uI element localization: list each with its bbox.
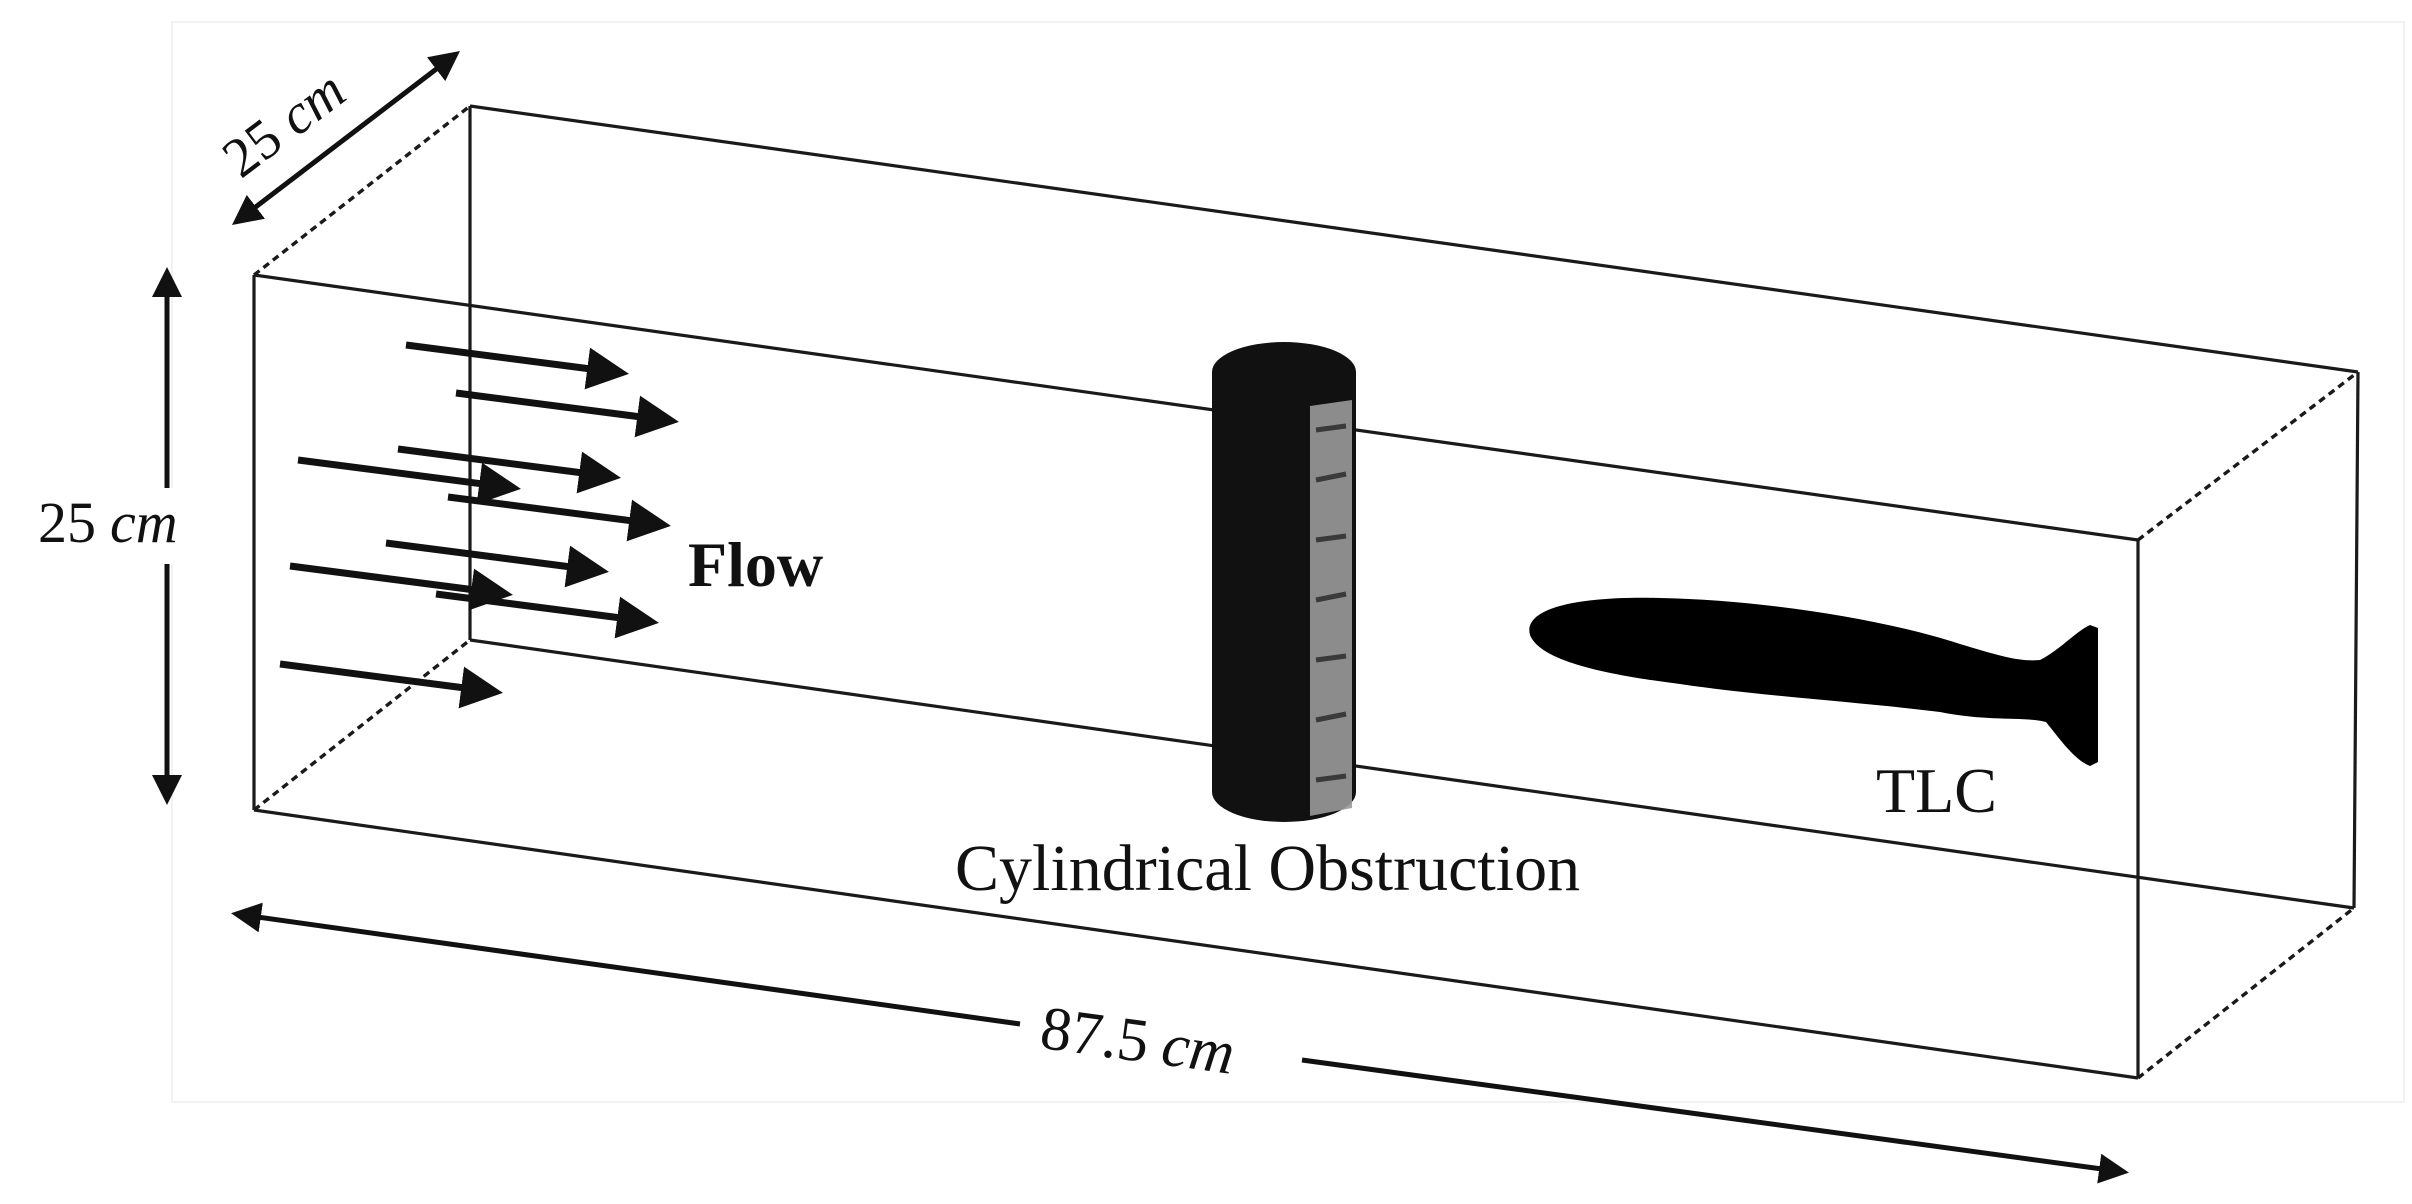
svg-text:25cm: 25cm (211, 59, 356, 190)
box-edge-back-right (2352, 371, 2360, 909)
height-value: 25 (38, 490, 96, 555)
box-edge-back-top (469, 104, 2359, 374)
box-edge-depth-bottom-right (2136, 906, 2356, 1080)
obstruction-label: Cylindrical Obstruction (955, 832, 1580, 905)
cylinder-highlight (1310, 400, 1352, 816)
box-edge-depth-top-right (2136, 370, 2360, 542)
box-edge-front-top (253, 273, 2139, 542)
length-unit: cm (1158, 1011, 1239, 1088)
depth-value: 25 (211, 107, 293, 190)
depth-dimension-arrow (232, 50, 460, 226)
length-dimension-label: 87.5cm (1036, 994, 1238, 1088)
box-edge-back-bottom (469, 638, 2355, 910)
flow-arrows (279, 341, 679, 709)
flume-box (252, 104, 2360, 1080)
flow-arrow (455, 389, 679, 438)
length-value: 87.5 (1036, 994, 1153, 1076)
cylinder-top (1212, 342, 1356, 402)
fish-label: TLC (1876, 755, 1997, 826)
flow-arrow (447, 493, 671, 542)
svg-text:87.5cm: 87.5cm (1036, 994, 1238, 1088)
flow-arrow (279, 660, 503, 709)
box-edge-front-bottom (253, 808, 2139, 1080)
flow-arrow (297, 456, 521, 505)
cylindrical-obstruction (1212, 342, 1356, 822)
flow-arrow (405, 341, 629, 390)
length-dimension-arrow-left (231, 902, 1021, 1027)
length-dimension-arrow-right (1301, 1057, 2129, 1184)
tlc-fish (1529, 597, 2098, 766)
cylinder-texture (1315, 423, 1347, 783)
flow-arrow (289, 562, 513, 611)
flow-arrow (397, 445, 621, 494)
flow-arrow (435, 590, 659, 639)
depth-dimension-label: 25cm (211, 59, 356, 190)
flow-arrow (385, 539, 609, 588)
box-edge-depth-bottom-left (252, 638, 472, 812)
depth-unit: cm (267, 59, 356, 148)
height-unit: cm (110, 490, 178, 555)
box-edge-depth-top-left (252, 104, 472, 277)
flow-label: Flow (688, 529, 823, 600)
height-label-background (30, 488, 238, 564)
